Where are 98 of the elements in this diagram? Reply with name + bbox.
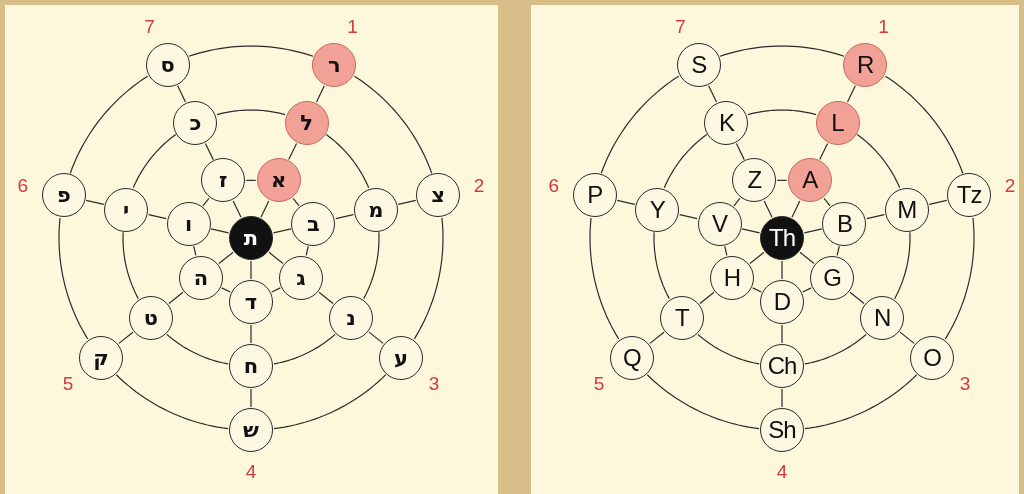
connector-line bbox=[216, 109, 286, 116]
connector-line bbox=[85, 199, 105, 205]
spoke-number: 2 bbox=[1004, 174, 1016, 197]
connector-line bbox=[836, 245, 840, 257]
connector-line bbox=[781, 260, 783, 280]
connector-line bbox=[679, 214, 698, 220]
connector-line bbox=[335, 214, 354, 220]
connector-line bbox=[315, 85, 325, 103]
connector-line bbox=[148, 214, 167, 220]
connector-line bbox=[260, 200, 270, 218]
connector-line bbox=[232, 200, 242, 218]
connector-line bbox=[318, 291, 334, 305]
connector-line bbox=[747, 109, 817, 116]
connector-line bbox=[188, 45, 314, 57]
spoke-number: 7 bbox=[675, 16, 686, 39]
connector-line bbox=[752, 287, 762, 293]
connector-line bbox=[749, 251, 765, 265]
spoke-number: 6 bbox=[548, 174, 560, 197]
spoke-number: 5 bbox=[593, 372, 605, 395]
connector-line bbox=[653, 231, 670, 300]
connector-line bbox=[353, 75, 433, 174]
connector-line bbox=[763, 200, 773, 218]
connector-line bbox=[697, 333, 760, 365]
connector-line bbox=[177, 85, 187, 103]
connector-line bbox=[271, 287, 281, 293]
connector-line bbox=[132, 133, 177, 189]
connector-line bbox=[221, 287, 231, 293]
connector-line bbox=[724, 245, 728, 257]
connector-line bbox=[799, 251, 815, 265]
connector-line bbox=[616, 199, 636, 205]
connector-line bbox=[856, 133, 901, 189]
connector-line bbox=[292, 197, 300, 207]
connector-line bbox=[823, 197, 831, 207]
connector-line bbox=[802, 287, 812, 293]
connector-line bbox=[273, 374, 387, 430]
connector-line bbox=[804, 374, 918, 430]
connector-line bbox=[719, 45, 845, 57]
connector-line bbox=[699, 291, 715, 305]
spoke-number: 4 bbox=[245, 461, 257, 483]
connector-line bbox=[649, 331, 665, 344]
connector-line bbox=[944, 217, 975, 340]
connector-line bbox=[202, 197, 210, 207]
connector-line bbox=[218, 251, 234, 265]
connector-line bbox=[115, 374, 229, 430]
connector-line bbox=[735, 142, 745, 161]
spoke-number: 1 bbox=[347, 16, 358, 39]
connector-line bbox=[268, 251, 284, 265]
connector-line bbox=[122, 231, 139, 300]
connector-line bbox=[804, 333, 867, 365]
connector-line bbox=[663, 133, 708, 189]
connector-line bbox=[600, 75, 680, 174]
connector-line bbox=[368, 331, 384, 344]
connector-line bbox=[250, 388, 252, 408]
connector-line bbox=[272, 228, 292, 234]
connector-line bbox=[733, 197, 741, 207]
connector-line bbox=[210, 228, 230, 234]
connector-line bbox=[776, 179, 788, 181]
connector-line bbox=[846, 85, 856, 103]
connector-line bbox=[69, 75, 149, 174]
connector-line bbox=[118, 331, 134, 344]
connector-line bbox=[288, 142, 298, 161]
connector-line bbox=[250, 260, 252, 280]
connector-line bbox=[803, 228, 823, 234]
connector-line bbox=[781, 324, 783, 344]
connector-line bbox=[791, 200, 801, 218]
connector-line bbox=[325, 133, 370, 189]
connector-line bbox=[589, 217, 620, 340]
connector-line bbox=[894, 231, 911, 300]
spoke-number: 3 bbox=[428, 372, 440, 395]
spoke-number: 7 bbox=[144, 16, 155, 39]
spoke-number: 4 bbox=[776, 461, 788, 483]
connector-line bbox=[250, 324, 252, 344]
connector-line bbox=[305, 245, 309, 257]
connector-line bbox=[363, 231, 380, 300]
spoke-number: 6 bbox=[17, 174, 29, 197]
connector-line bbox=[166, 333, 229, 365]
connector-line bbox=[204, 142, 214, 161]
connector-line bbox=[168, 291, 184, 305]
connector-line bbox=[781, 388, 783, 408]
connector-line bbox=[273, 333, 336, 365]
connector-line bbox=[928, 199, 948, 205]
connector-line bbox=[819, 142, 829, 161]
connector-line bbox=[646, 374, 760, 430]
connector-line bbox=[413, 217, 444, 340]
spoke-number: 3 bbox=[959, 372, 971, 395]
connector-line bbox=[899, 331, 915, 344]
connector-line bbox=[708, 85, 718, 103]
connector-line bbox=[58, 217, 89, 340]
connector-line bbox=[849, 291, 865, 305]
spoke-number: 1 bbox=[878, 16, 889, 39]
connector-line bbox=[397, 199, 417, 205]
connector-line bbox=[866, 214, 885, 220]
spoke-number: 2 bbox=[473, 174, 485, 197]
connector-line bbox=[741, 228, 761, 234]
connector-line bbox=[884, 75, 964, 174]
spoke-number: 5 bbox=[62, 372, 74, 395]
connector-line bbox=[193, 245, 197, 257]
connector-line bbox=[245, 179, 257, 181]
